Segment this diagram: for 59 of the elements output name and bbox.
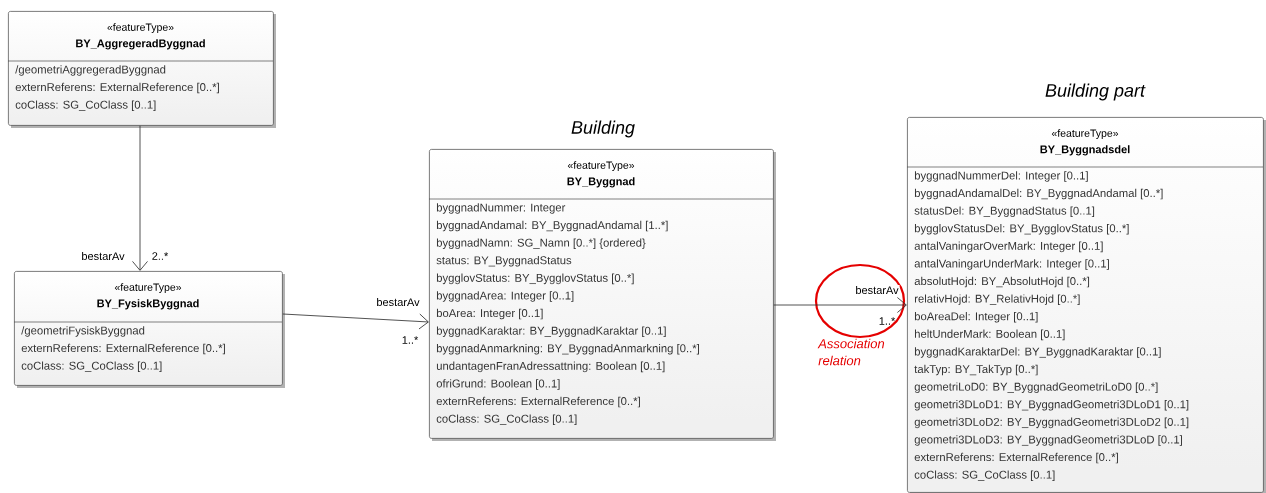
attribute-list: /geometriAggregeradByggnad externReferens: ExternalReference [0..*] coClass: SG_CoClass [0..1] bbox=[15, 65, 219, 111]
class-name: BY_AggregeradByggnad bbox=[76, 39, 205, 50]
association-arrow bbox=[282, 313, 429, 330]
annotation-text: Association relation bbox=[817, 338, 885, 366]
attribute-list: byggnadNummerDel: Integer [0..1] byggnadAndamalDel: BY_ByggnadAndamal [0..*] statusDel: BY_ByggnadStatus [0..1] bygglovStatusDel: BY_BygglovStatus [0..*] antalVaningarOverMark: Integer [0..1] antalVaningarUnderMark: Integer [0..1] absolutHojd: BY_AbsolutHojd [0..*] relativHojd: BY_RelativHojd [0..*] boAreaDel: Integer [0..1] heltUnderMark: Boolean [0..1] byggnadKaraktarDel: BY_ByggnadKaraktar [0..1] takTyp: BY_TakTyp [0..*] geometriLoD0: BY_ByggnadGeometriLoD0 [0..*] geometri3DLoD1: BY_ByggnadGeometri3DLoD1 [0..1] geometri3DLoD2: BY_ByggnadGeometri3DLoD2 [0..1] geometri3DLoD3: BY_ByggnadGeometri3DLoD [0..1] externReferens: ExternalReference [0..*] coClass: SG_CoClass [0..1] bbox=[914, 171, 1189, 481]
node-label: byggnadNamn: SG_Namn [0..*] {ordered} bbox=[436, 238, 646, 249]
node-label: ofriGrund: Boolean [0..1] bbox=[436, 379, 560, 390]
node-label: Building part bbox=[1045, 83, 1146, 101]
node-label: boAreaDel: Integer [0..1] bbox=[914, 312, 1038, 323]
node-label: externReferens: ExternalReference [0..*] bbox=[436, 396, 640, 408]
node-label: byggnadArea: Integer [0..1] bbox=[436, 291, 574, 302]
multiplicity-label: 1..* bbox=[879, 317, 896, 325]
node-label: boArea: Integer [0..1] bbox=[436, 308, 543, 320]
class-name: BY_Byggnad bbox=[567, 177, 635, 188]
node-label: antalVaningarOverMark: Integer [0..1] bbox=[914, 241, 1103, 253]
node-label: status: BY_ByggnadStatus bbox=[436, 256, 572, 267]
class-box bbox=[428, 149, 776, 441]
node-label: externReferens: ExternalReference [0..*] bbox=[914, 452, 1118, 464]
node-label: coClass: SG_CoClass [0..1] bbox=[914, 470, 1055, 481]
stereotype-label: «featureType» bbox=[567, 161, 635, 171]
node-label: byggnadKaraktarDel: BY_ByggnadKaraktar [0..1] bbox=[914, 347, 1161, 358]
class-box bbox=[13, 271, 285, 388]
multiplicity-label: 1..* bbox=[402, 336, 419, 344]
node-label: antalVaningarUnderMark: Integer [0..1] bbox=[914, 259, 1109, 270]
attribute-list: byggnadNummer: Integer byggnadAndamal: BY_ByggnadAndamal [1..*] byggnadNamn: SG_Namn [0..*] {ordered} status: BY_ByggnadStatus bygglovStatus: BY_BygglovStatus [0..*] byggnadArea: Integer [0..1] boArea: Integer [0..1] byggnadKaraktar: BY_ByggnadKaraktar [0..1] byggnadAnmarkning: BY_ByggnadAnmarkning [0..*] undantagenFranAdressattning: Boolean [0..1] ofriGrund: Boolean [0..1] externReferens: ExternalReference [0..*] coClass: SG_CoClass [0..1] bbox=[436, 203, 699, 425]
role-label: bestarAv bbox=[80, 250, 126, 262]
node-label: absolutHojd: BY_AbsolutHojd [0..*] bbox=[914, 276, 1090, 288]
node-label: byggnadAndamalDel: BY_ByggnadAndamal [0..*] bbox=[914, 188, 1163, 200]
role-label: bestarAv bbox=[375, 296, 421, 308]
node-label: takTyp: BY_TakTyp [0..*] bbox=[914, 364, 1038, 376]
node-label: relativHojd: BY_RelativHojd [0..*] bbox=[914, 294, 1080, 305]
node-label: heltUnderMark: Boolean [0..1] bbox=[914, 329, 1065, 341]
node-label: bygglovStatus: BY_BygglovStatus [0..*] bbox=[436, 273, 634, 285]
stereotype-label: «featureType» bbox=[1051, 129, 1119, 139]
class-box bbox=[7, 11, 276, 128]
node-label: byggnadAnmarkning: BY_ByggnadAnmarkning [0..*] bbox=[436, 344, 699, 355]
node-label: geometriLoD0: BY_ByggnadGeometriLoD0 [0..*] bbox=[914, 382, 1158, 393]
association-arrow bbox=[773, 297, 907, 313]
node-label: geometri3DLoD3: BY_ByggnadGeometri3DLoD [0..1] bbox=[914, 435, 1182, 446]
stereotype-label: «featureType» bbox=[114, 283, 182, 293]
node-label: statusDel: BY_ByggnadStatus [0..1] bbox=[914, 206, 1095, 217]
node-label: geometri3DLoD1: BY_ByggnadGeometri3DLoD1 [0..1] bbox=[914, 400, 1189, 411]
node-label: byggnadAndamal: BY_ByggnadAndamal [1..*] bbox=[436, 220, 668, 232]
node-label: bygglovStatusDel: BY_BygglovStatus [0..*] bbox=[914, 224, 1129, 235]
association-arrow bbox=[132, 125, 148, 271]
class-box bbox=[906, 117, 1266, 493]
class-name: BY_Byggnadsdel bbox=[1040, 145, 1130, 156]
node-label: geometri3DLoD2: BY_ByggnadGeometri3DLoD2 [0..1] bbox=[914, 417, 1189, 429]
node-label: coClass: SG_CoClass [0..1] bbox=[436, 414, 577, 425]
node-label: byggnadNummerDel: Integer [0..1] bbox=[914, 171, 1088, 182]
node-label: byggnadKaraktar: BY_ByggnadKaraktar [0..1] bbox=[436, 326, 666, 337]
node-label: Building bbox=[571, 120, 635, 138]
stereotype-label: «featureType» bbox=[107, 23, 174, 33]
class-name: BY_FysiskByggnad bbox=[97, 299, 199, 310]
role-label: bestarAv bbox=[854, 284, 900, 296]
node-label: undantagenFranAdressattning: Boolean [0..1] bbox=[436, 361, 665, 373]
multiplicity-label: 2..* bbox=[152, 252, 169, 260]
node-label: byggnadNummer: Integer bbox=[436, 203, 566, 214]
attribute-list: /geometriFysiskByggnad externReferens: ExternalReference [0..*] coClass: SG_CoClass [0..1] bbox=[21, 326, 225, 372]
